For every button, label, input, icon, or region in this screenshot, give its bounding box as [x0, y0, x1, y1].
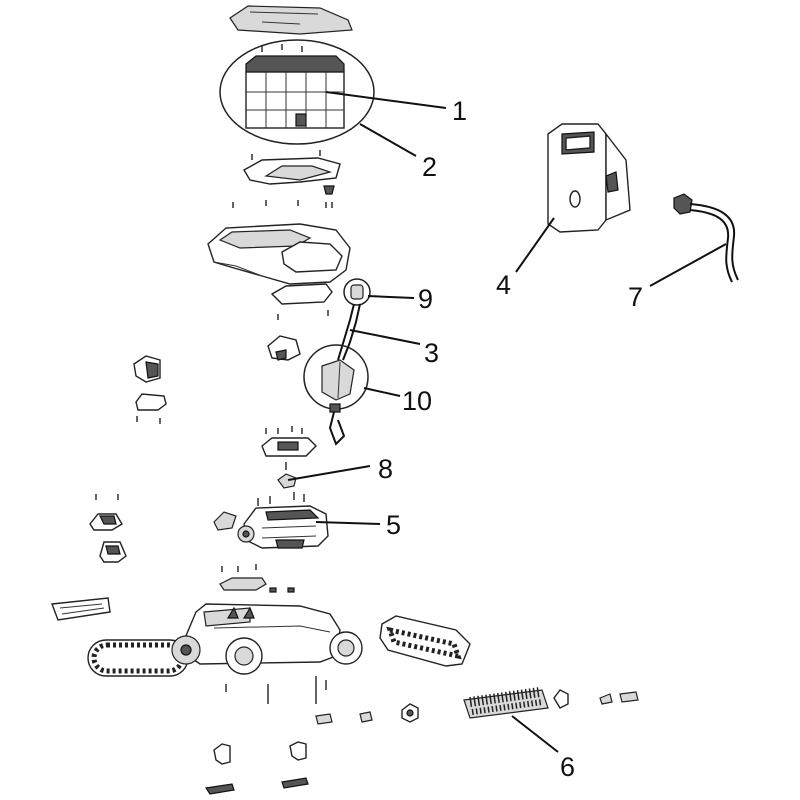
- top-lid: [229, 5, 353, 35]
- left-bracket: [133, 355, 167, 424]
- leader-2: [359, 123, 417, 157]
- motor-block: [213, 492, 329, 549]
- leader-7: [649, 243, 727, 287]
- cover-screws: [232, 200, 333, 208]
- motor-bracket: [261, 426, 317, 457]
- callout-8: 8: [378, 454, 393, 484]
- callout-3: 3: [424, 338, 439, 368]
- chassis: [179, 603, 341, 665]
- brush-parts: [315, 689, 639, 725]
- cover-bracket: [270, 283, 333, 320]
- leader-lines: [287, 91, 727, 753]
- leader-4: [515, 217, 555, 273]
- right-track: [379, 615, 471, 667]
- filter-highlight-ellipse: [219, 39, 375, 145]
- filter-holder: [243, 150, 341, 195]
- callout-4: 4: [496, 270, 511, 300]
- callout-5: 5: [386, 510, 401, 540]
- leader-10: [363, 387, 401, 397]
- leader-6: [511, 715, 559, 753]
- power-cable: [673, 193, 739, 283]
- power-supply: [547, 123, 631, 233]
- front-scraper: [51, 597, 111, 621]
- leader-1: [325, 91, 447, 109]
- leader-5: [315, 521, 381, 525]
- callout-10: 10: [402, 386, 432, 416]
- swivel-cable-assembly: [303, 278, 371, 446]
- filter-screws: [261, 44, 303, 52]
- brush-roller: [463, 687, 549, 719]
- callout-6: 6: [560, 752, 575, 782]
- leader-9: [367, 295, 415, 299]
- leader-8: [287, 465, 371, 481]
- callout-labels: 1 2 3 4 5 6 7 8 9 10: [378, 96, 643, 782]
- callout-9: 9: [418, 284, 433, 314]
- leader-3: [349, 329, 421, 345]
- left-side-parts: [89, 494, 127, 563]
- motor-screws: [219, 564, 295, 593]
- swivel-highlight-circle: [343, 278, 371, 306]
- motor-cap: [267, 335, 301, 361]
- callout-7: 7: [628, 282, 643, 312]
- chassis-screws: [225, 676, 327, 704]
- bottom-clips: [204, 741, 309, 795]
- filter-basket-group: [219, 39, 375, 145]
- chassis-wheels: [171, 631, 363, 675]
- callout-1: 1: [452, 96, 467, 126]
- impeller-pin: [277, 462, 297, 489]
- top-cover: [207, 223, 351, 285]
- filter-basket: [245, 55, 345, 129]
- callout-2: 2: [422, 152, 437, 182]
